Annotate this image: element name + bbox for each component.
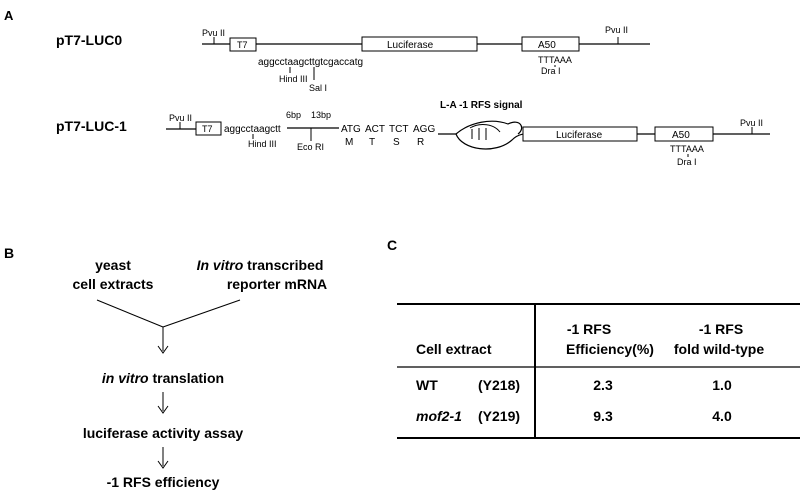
codon-4: AGG [413,124,435,135]
codon-3: TCT [389,124,408,135]
panel-c-label: C [387,237,397,253]
panel-b-label: B [4,245,14,261]
stem-loop-bulge [469,124,501,133]
luc0-dra-label: Dra I [541,66,561,76]
luc0-ttt-label: TTTAAA [538,55,572,65]
luc1-pvu-left-label: Pvu II [169,113,192,123]
input-yeast-line1: yeast [95,257,131,273]
row-wt-fold: 1.0 [712,377,732,393]
amino-4: R [417,137,424,148]
luc0-pvu-left-label: Pvu II [202,28,225,38]
luc0-luciferase-box [361,36,478,52]
step-efficiency: -1 RFS efficiency [107,474,220,490]
luc1-6bp-label: 6bp [286,110,301,120]
luc1-pvu-right-label: Pvu II [740,118,763,128]
table-row: WT (Y218) 2.3 1.0 [416,377,732,393]
construct-luc0: pT7-LUC0 Pvu II T7 Luciferase A50 Pvu II… [56,25,650,93]
row-mof2-efficiency: 9.3 [593,408,613,424]
step-translation-invitro: in vitro [102,370,149,386]
table-row: mof2-1 (Y219) 9.3 4.0 [416,408,732,424]
header-fold-line2: fold wild-type [674,341,764,357]
luc1-luciferase-box [522,126,638,142]
header-fold-line1: -1 RFS [699,321,743,337]
luc1-eco-label: Eco RI [297,142,324,152]
header-cell-extract: Cell extract [416,341,492,357]
arrow-2-head [157,405,169,414]
row-mof2-fold: 4.0 [712,408,732,424]
merge-line-left [96,299,164,328]
luc0-a50-box [521,36,580,52]
input-mrna-transcribed: transcribed [243,257,323,273]
luc1-hind-label: Hind III [248,139,277,149]
step-assay: luciferase activity assay [83,425,244,441]
flowchart: yeast cell extracts In vitro transcribed… [73,257,328,490]
luc0-luciferase-label: Luciferase [387,40,434,51]
luc0-t7-label: T7 [237,40,248,50]
rfs-signal-label: L-A -1 RFS signal [440,100,523,111]
luc0-pvu-right-label: Pvu II [605,25,628,35]
luc0-a50-label: A50 [538,40,556,51]
luc1-a50-box [654,126,714,142]
luc1-dra-label: Dra I [677,157,697,167]
panel-a-label: A [4,8,14,23]
input-mrna-line1: In vitro transcribed [197,257,324,273]
row-wt-efficiency: 2.3 [593,377,613,393]
luc1-luciferase-label: Luciferase [556,130,603,141]
row-wt-name: WT [416,377,438,393]
header-efficiency-line1: -1 RFS [567,321,611,337]
luc1-13bp-label: 13bp [311,110,331,120]
luc1-ttt-label: TTTAAA [670,144,704,154]
construct-luc1-name: pT7-LUC-1 [56,118,127,134]
input-mrna-invitro: In vitro [197,257,244,273]
row-mof2-name: mof2-1 [416,408,462,424]
luc1-t7-box [195,121,222,136]
amino-1: M [345,137,353,148]
construct-luc1: pT7-LUC-1 Pvu II T7 aggcctaagctt Hind II… [56,100,770,167]
codon-1: ATG [341,124,361,135]
luc1-sequence: aggcctaagctt [224,124,281,135]
header-efficiency-line2: Efficiency(%) [566,341,654,357]
step-translation: in vitro translation [102,370,224,386]
luc1-a50-label: A50 [672,130,690,141]
row-mof2-strain: (Y219) [478,408,520,424]
step-translation-text: translation [149,370,224,386]
input-yeast-line2: cell extracts [73,276,154,292]
amino-2: T [369,137,375,148]
row-wt-strain: (Y218) [478,377,520,393]
input-mrna-line2: reporter mRNA [227,276,327,292]
luc1-t7-label: T7 [202,124,213,134]
luc0-t7-box [229,37,257,52]
arrow-3-head [157,460,169,469]
arrow-1-head [157,345,169,354]
luc0-sequence: aggcctaagcttgtcgaccatg [258,57,363,68]
construct-luc0-name: pT7-LUC0 [56,32,122,48]
results-table: Cell extract -1 RFS Efficiency(%) -1 RFS… [397,303,800,439]
luc0-sal-label: Sal I [309,83,327,93]
luc0-hind-label: Hind III [279,74,308,84]
merge-line-right [162,299,241,328]
amino-3: S [393,137,400,148]
codon-2: ACT [365,124,385,135]
